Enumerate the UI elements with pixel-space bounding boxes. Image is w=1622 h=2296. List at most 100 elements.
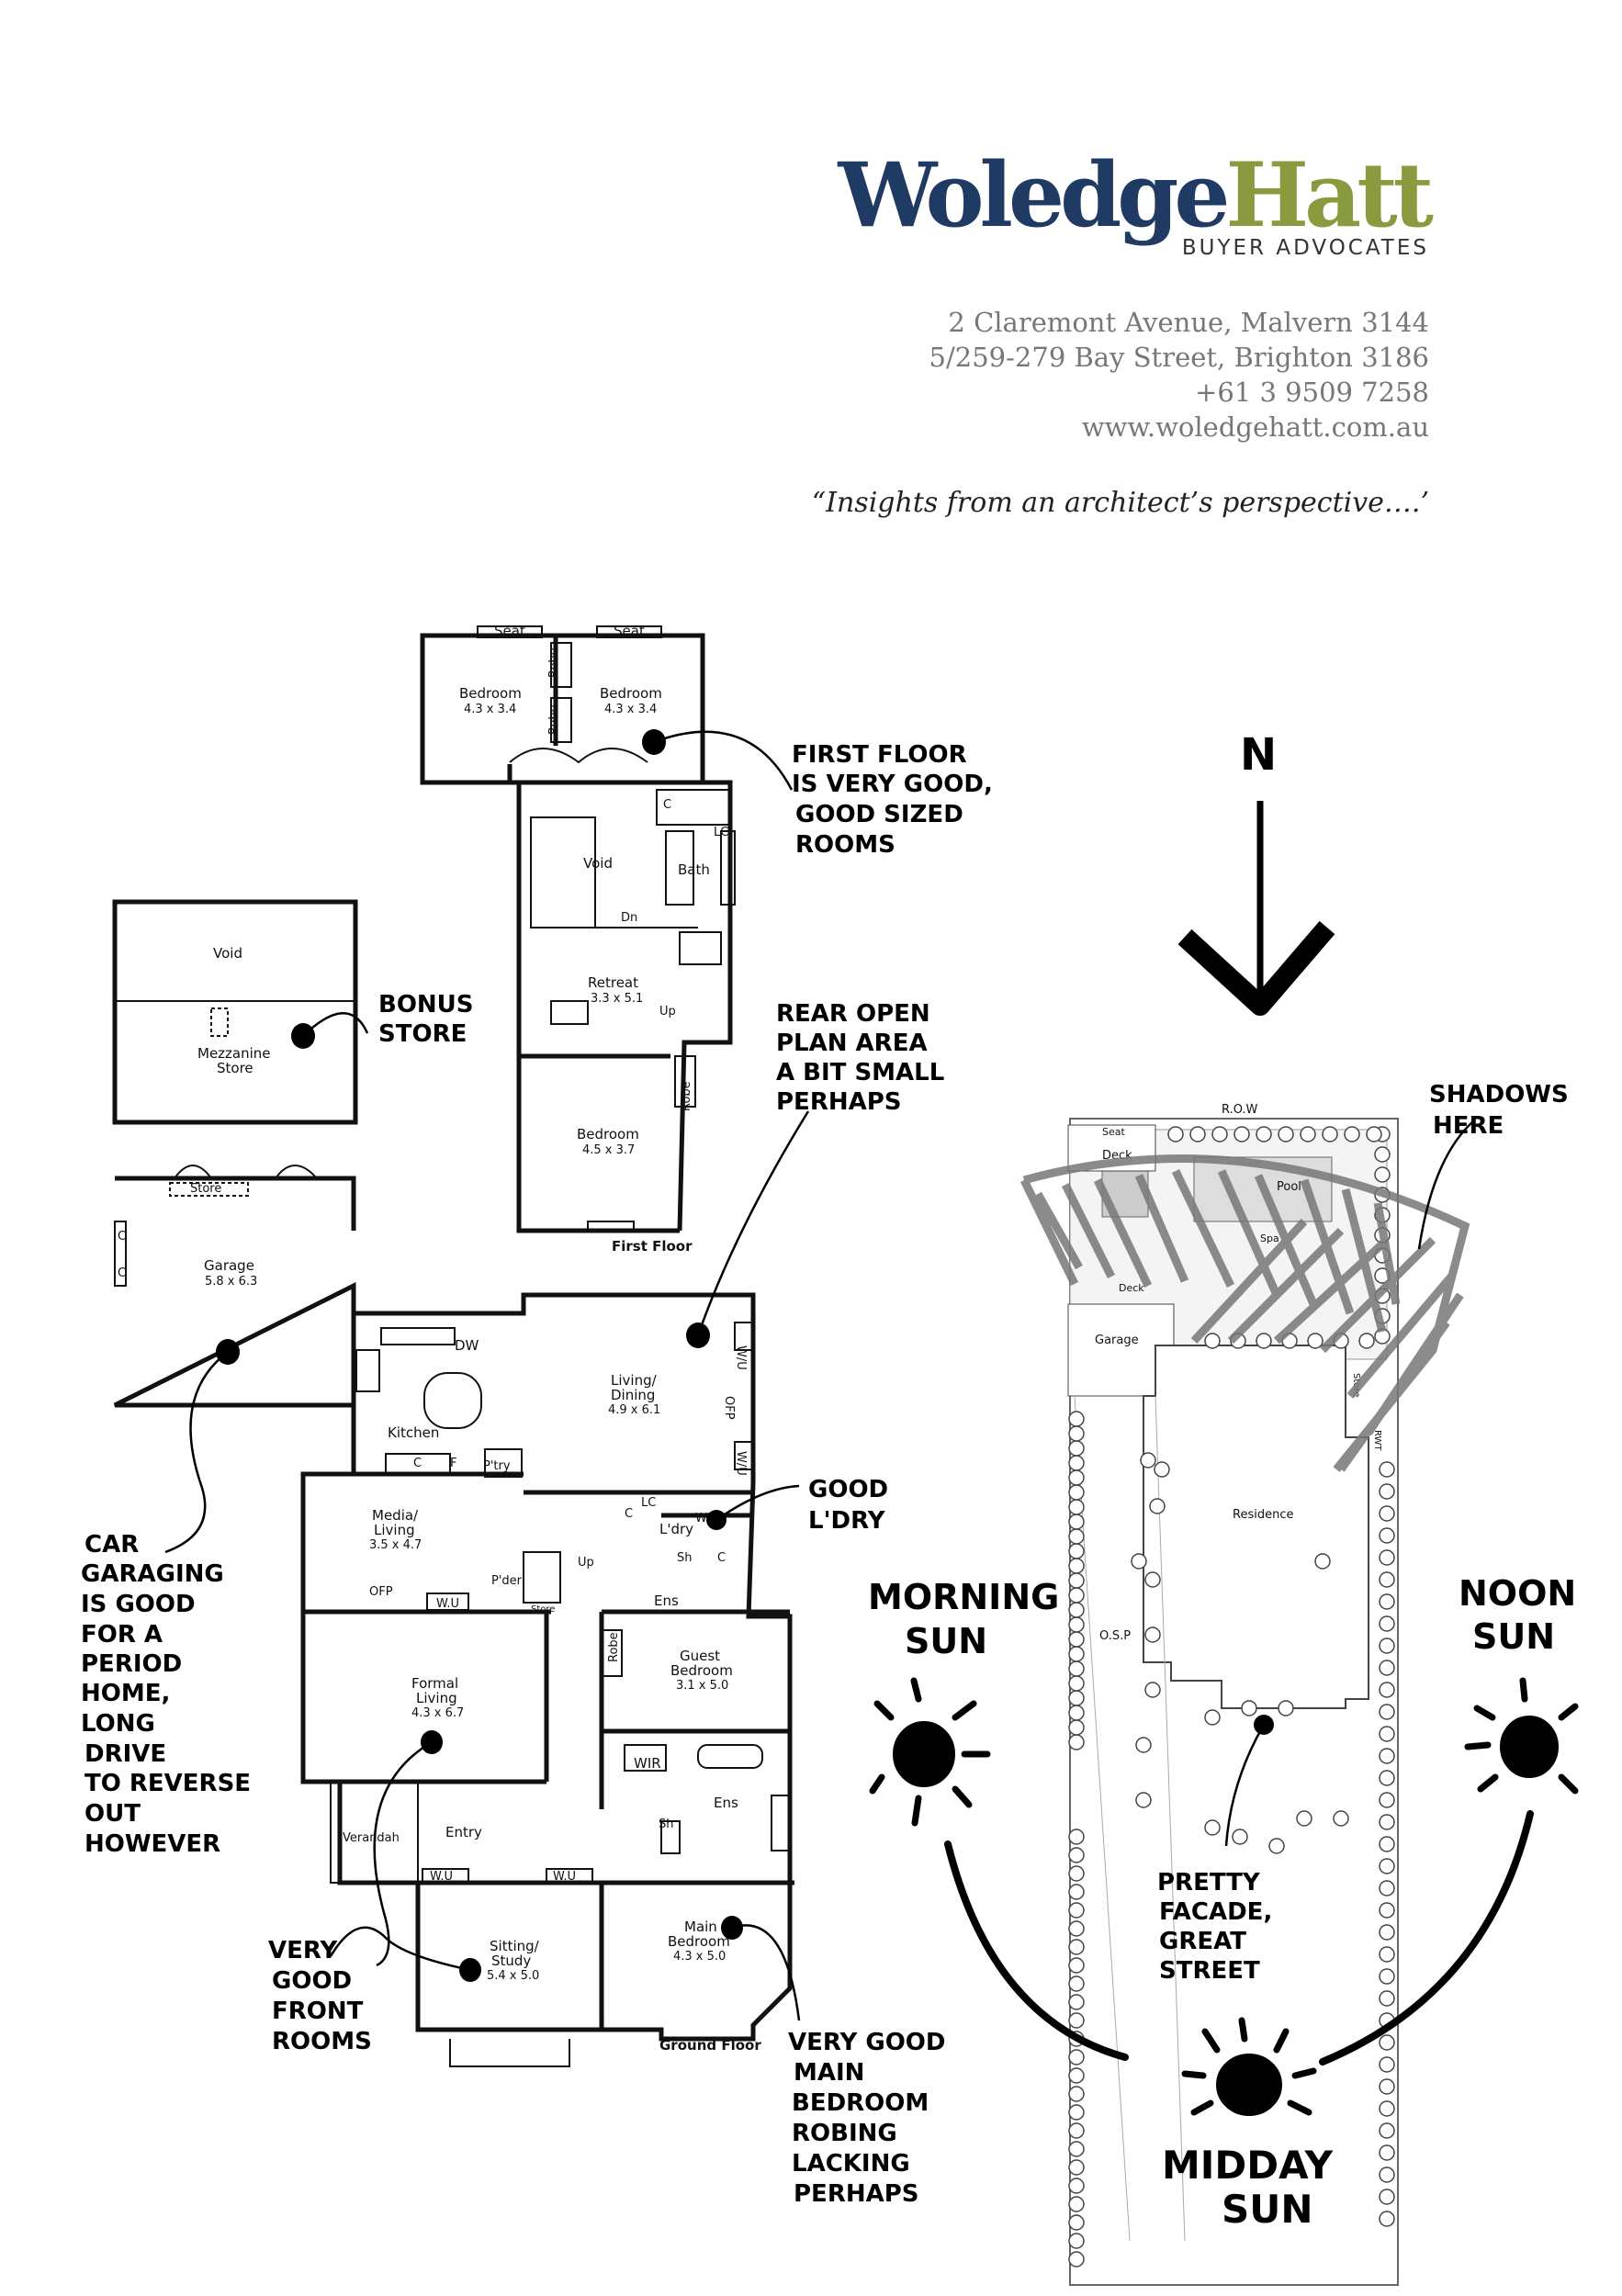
tree-icon bbox=[1379, 1748, 1395, 1764]
note-car-8: DRIVE bbox=[84, 1740, 166, 1768]
gf-ofp-1: OFP bbox=[722, 1396, 736, 1420]
gf-wu-label-1: W.U bbox=[436, 1597, 459, 1611]
tree-icon bbox=[1300, 1126, 1316, 1142]
gf-wu-1: W/U bbox=[734, 1345, 748, 1370]
gf-up: Up bbox=[578, 1556, 594, 1570]
note-shadows-2: HERE bbox=[1433, 1112, 1504, 1140]
note-front-1: VERY bbox=[268, 1937, 338, 1964]
tree-icon bbox=[1379, 1968, 1395, 1985]
tree-icon bbox=[1135, 1792, 1152, 1808]
mezz-void: Void bbox=[213, 945, 242, 962]
note-rear-3: A BIT SMALL bbox=[776, 1059, 944, 1086]
ff-seat-2: Seat bbox=[614, 623, 645, 639]
note-car-5: PERIOD bbox=[81, 1650, 182, 1678]
note-car-7: LONG bbox=[81, 1710, 155, 1738]
tree-icon bbox=[1068, 2141, 1085, 2157]
tree-icon bbox=[1068, 1469, 1085, 1486]
note-laundry-1: GOOD bbox=[808, 1476, 888, 1503]
tree-icon bbox=[1379, 2189, 1395, 2205]
note-morning-2: SUN bbox=[905, 1621, 987, 1661]
tree-icon bbox=[1068, 2012, 1085, 2029]
note-front-3: FRONT bbox=[272, 1998, 364, 2025]
ff-robe-2: Robe bbox=[547, 704, 561, 735]
gf-main-dim: 4.3 x 5.0 bbox=[673, 1950, 726, 1964]
ff-bedroom-2: Bedroom bbox=[600, 685, 662, 702]
site-seat: Seat bbox=[1102, 1126, 1125, 1138]
tree-icon bbox=[1167, 1126, 1184, 1142]
tree-icon bbox=[1379, 2034, 1395, 2051]
tree-icon bbox=[1358, 1333, 1375, 1349]
gf-formal-dim: 4.3 x 6.7 bbox=[411, 1706, 464, 1720]
ground-floor-plan: DW Kitchen C F P'try Living/ Dining 4.9 … bbox=[300, 1292, 794, 2067]
phone: +61 3 9509 7258 bbox=[1195, 377, 1429, 408]
note-car-3: IS GOOD bbox=[81, 1591, 196, 1618]
tree-icon bbox=[1241, 1700, 1257, 1716]
tree-icon bbox=[1068, 2196, 1085, 2212]
tree-icon bbox=[1379, 1549, 1395, 1566]
ff-retreat: Retreat bbox=[588, 974, 638, 991]
address-1: 2 Claremont Avenue, Malvern 3144 bbox=[948, 307, 1429, 338]
tree-icon bbox=[1068, 1484, 1085, 1501]
tree-icon bbox=[1379, 1593, 1395, 1610]
gf-media-dim: 3.5 x 4.7 bbox=[369, 1538, 422, 1552]
tree-icon bbox=[1344, 1126, 1360, 1142]
mezz-store-2: Store bbox=[217, 1060, 253, 1076]
tree-icon bbox=[1256, 1333, 1272, 1349]
note-main-2: MAIN bbox=[794, 2059, 864, 2087]
gf-sitting-2: Study bbox=[491, 1953, 531, 1969]
tree-icon bbox=[1068, 1572, 1085, 1589]
note-leaders bbox=[164, 730, 1475, 2021]
ff-bedroom-3: Bedroom bbox=[577, 1126, 639, 1142]
gf-living-dim: 4.9 x 6.1 bbox=[608, 1403, 660, 1417]
tree-icon bbox=[1232, 1829, 1248, 1845]
tree-icon bbox=[1379, 1483, 1395, 1500]
ff-bedroom-3-dim: 4.5 x 3.7 bbox=[582, 1143, 635, 1157]
tree-icon bbox=[1379, 1704, 1395, 1720]
tree-icon bbox=[1379, 2167, 1395, 2183]
sun-path bbox=[869, 1677, 1579, 2116]
gf-sh-2: Sh bbox=[659, 1818, 674, 1831]
tree-icon bbox=[1068, 1939, 1085, 1955]
ff-bedroom-2-dim: 4.3 x 3.4 bbox=[604, 703, 657, 716]
website[interactable]: www.woledgehatt.com.au bbox=[1081, 411, 1429, 443]
gf-title: Ground Floor bbox=[659, 2037, 761, 2054]
tree-icon bbox=[1068, 1440, 1085, 1457]
ff-up: Up bbox=[659, 1005, 676, 1019]
tree-icon bbox=[1379, 1726, 1395, 1742]
tree-icon bbox=[1068, 1514, 1085, 1530]
tree-icon bbox=[1068, 2251, 1085, 2268]
tree-icon bbox=[1068, 1660, 1085, 1677]
gf-main: Main bbox=[684, 1919, 717, 1935]
tree-icon bbox=[1374, 1146, 1391, 1163]
ff-bedroom-1-dim: 4.3 x 3.4 bbox=[464, 703, 516, 716]
tree-icon bbox=[1379, 2078, 1395, 2095]
tree-icon bbox=[1068, 2067, 1085, 2084]
note-first-floor-2: IS VERY GOOD, bbox=[792, 771, 993, 798]
address-2: 5/259-279 Bay Street, Brighton 3186 bbox=[929, 342, 1429, 373]
tree-icon bbox=[1068, 2122, 1085, 2139]
note-main-1: VERY GOOD bbox=[788, 2029, 946, 2056]
tree-icon bbox=[1379, 1792, 1395, 1808]
note-noon-2: SUN bbox=[1472, 1616, 1555, 1657]
gf-media-2: Living bbox=[374, 1522, 415, 1538]
tree-icon bbox=[1379, 1571, 1395, 1588]
tree-icon bbox=[1144, 1682, 1161, 1698]
note-facade-4: STREET bbox=[1159, 1957, 1260, 1985]
gf-c-2: C bbox=[625, 1507, 633, 1521]
tree-icon bbox=[1068, 2214, 1085, 2231]
gf-entry: Entry bbox=[445, 1824, 482, 1840]
gf-formal: Formal bbox=[411, 1675, 458, 1692]
tree-icon bbox=[1068, 1646, 1085, 1662]
note-morning-1: MORNING bbox=[868, 1577, 1059, 1617]
tree-icon bbox=[1068, 1690, 1085, 1706]
gf-ofp-2: OFP bbox=[369, 1585, 393, 1599]
tree-icon bbox=[1068, 2159, 1085, 2176]
note-midday-1: MIDDAY bbox=[1162, 2143, 1334, 2188]
note-main-5: LACKING bbox=[792, 2150, 910, 2178]
tree-icon bbox=[1068, 2049, 1085, 2065]
ff-lc: LC bbox=[714, 826, 728, 839]
tree-icon bbox=[1379, 2100, 1395, 2117]
note-facade-3: GREAT bbox=[1159, 1928, 1246, 1955]
tree-icon bbox=[1068, 1902, 1085, 1919]
tree-icon bbox=[1379, 2144, 1395, 2161]
